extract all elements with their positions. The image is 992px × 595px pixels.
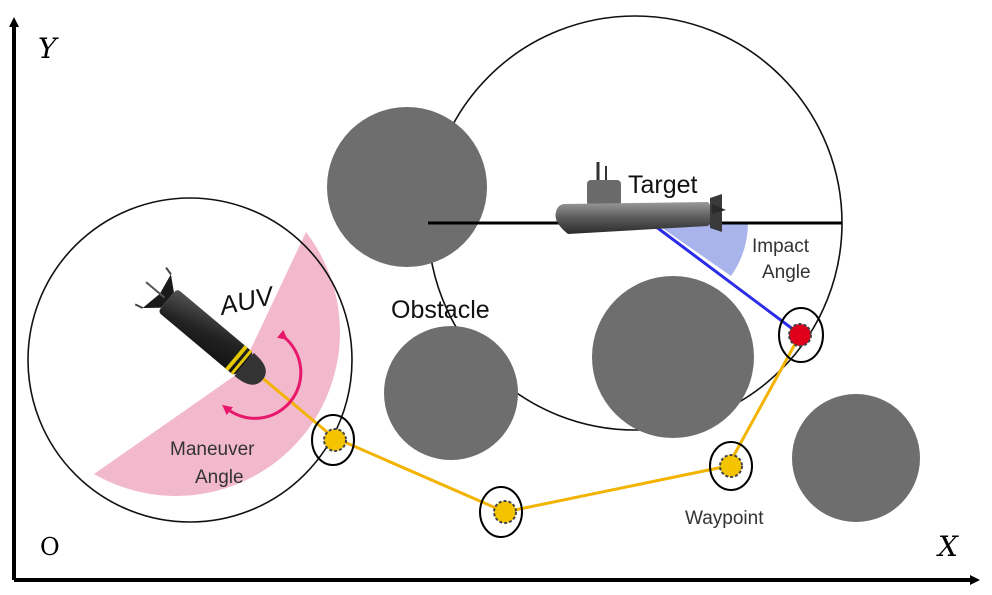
auv-range-circle	[27, 197, 353, 523]
obstacle-circle	[592, 276, 754, 438]
y-axis-label: Y	[38, 32, 59, 65]
waypoint-label: Waypoint	[685, 508, 764, 529]
obstacle-circle	[384, 326, 518, 460]
obstacle-label: Obstacle	[391, 296, 490, 324]
origin-label: O	[40, 533, 60, 561]
waypoints	[311, 307, 824, 538]
waypoint-marker	[479, 486, 523, 538]
final-waypoint-marker	[778, 307, 824, 363]
obstacles	[327, 107, 920, 522]
maneuver-angle-sector	[94, 232, 340, 496]
maneuver-angle-label-line1: Maneuver	[170, 439, 255, 460]
impact-angle-label-line2: Angle	[762, 262, 811, 283]
waypoint-marker	[311, 414, 355, 466]
impact-direction-line	[654, 224, 799, 335]
impact-angle-label-line1: Impact	[752, 236, 810, 257]
obstacle-circle	[327, 107, 487, 267]
target-label: Target	[628, 171, 698, 199]
coordinate-axes: Y X O	[9, 17, 980, 585]
submarine-icon	[555, 162, 726, 234]
waypoint-marker	[709, 441, 753, 491]
maneuver-angle-label-line2: Angle	[195, 467, 244, 488]
x-axis-label: X	[936, 530, 959, 563]
obstacle-circle	[792, 394, 920, 522]
auv-sensing-region	[27, 197, 353, 523]
impact-angle-sector	[655, 223, 748, 276]
rotation-arrow-icon	[222, 329, 303, 420]
